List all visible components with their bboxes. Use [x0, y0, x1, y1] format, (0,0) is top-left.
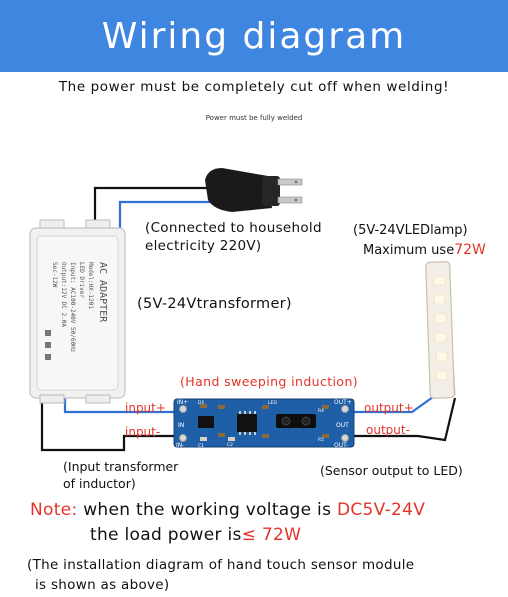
chip-u2	[237, 414, 257, 432]
note-installation: (The installation diagram of hand touch …	[27, 557, 415, 593]
wire-output-minus	[350, 397, 457, 442]
svg-text:LED: LED	[268, 400, 277, 406]
board-out-plus: OUT+	[334, 399, 352, 406]
page-title: Wiring diagram	[101, 15, 407, 57]
label-hand-sweeping: (Hand sweeping induction)	[180, 374, 359, 389]
label-output-minus: output-	[366, 423, 410, 437]
note-power: ≤ 72W	[241, 525, 302, 545]
adapter-line3: Output:12V DC 2.0A	[60, 262, 67, 327]
label-led-lamp: (5V-24VLEDlamp)	[353, 223, 468, 238]
power-plug	[205, 168, 303, 212]
svg-text:C1: C1	[198, 443, 204, 449]
label-transformer: (5V-24Vtransformer)	[137, 296, 292, 312]
adapter-cert-marks	[45, 330, 51, 360]
wire-input-minus	[40, 395, 178, 452]
adapter-line2: Input: AC100-240V 50/60Hz	[69, 262, 76, 353]
adapter-heading: AC ADAPTER	[97, 262, 108, 323]
title-banner: Wiring diagram	[0, 0, 508, 72]
svg-text:R5: R5	[318, 437, 324, 443]
adapter-line1: LED Driver	[78, 262, 85, 299]
adapter-model: Model:HX-1201	[87, 262, 94, 309]
board-in-plus: IN+	[177, 399, 188, 406]
note-voltage: DC5V-24V	[336, 500, 426, 520]
label-household: (Connected to household electricity 220V…	[145, 220, 322, 254]
wire-ac-black	[93, 186, 215, 232]
label-max-use: Maximum use72W	[363, 242, 486, 258]
svg-text:C2: C2	[227, 442, 233, 448]
wires	[40, 186, 457, 452]
board-out: OUT	[336, 422, 349, 429]
note-line-power: the load power is≤ 72W	[90, 525, 302, 545]
board-in-minus: IN-	[176, 442, 184, 449]
note-line-voltage: Note: when the working voltage is DC5V-2…	[30, 500, 426, 520]
led-lamp	[425, 261, 456, 399]
small-note: Power must be fully welded	[205, 114, 303, 122]
chip-u1	[198, 416, 214, 428]
welding-warning: The power must be completely cut off whe…	[58, 79, 450, 95]
adapter-line4: Sec-12W	[51, 262, 58, 288]
label-input-transformer: (Input transformer of inductor)	[63, 459, 179, 491]
wire-input-plus	[63, 395, 178, 414]
label-input-plus: input+	[125, 401, 166, 415]
wire-output-plus	[350, 396, 434, 414]
ac-adapter: AC ADAPTER Model:HX-1201 LED Driver Inpu…	[29, 219, 126, 404]
svg-text:R4: R4	[318, 408, 324, 414]
label-input-minus: input-	[125, 425, 161, 439]
svg-text:D1: D1	[198, 400, 204, 406]
label-sensor-output: (Sensor output to LED)	[320, 463, 463, 478]
sensor-board: IN+ IN IN- OUT+ OUT OUT-	[173, 398, 355, 449]
board-out-minus: OUT-	[334, 442, 348, 449]
label-output-plus: output+	[364, 401, 414, 415]
board-in: IN	[178, 422, 184, 429]
wire-ac-blue	[118, 200, 240, 232]
note-label: Note:	[30, 500, 78, 520]
